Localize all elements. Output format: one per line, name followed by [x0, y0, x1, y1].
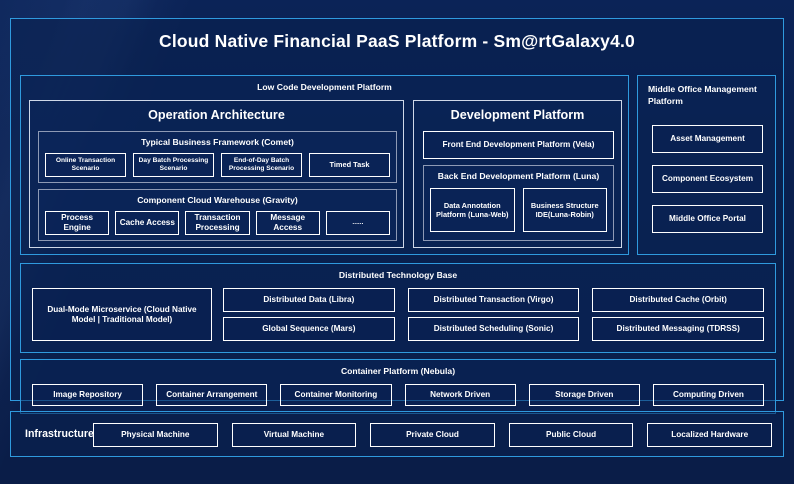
page-title: Cloud Native Financial PaaS Platform - S… — [158, 31, 635, 51]
middle-office-item-label: Component Ecosystem — [662, 174, 753, 183]
infrastructure-item-physical-machine[interactable]: Physical Machine — [93, 423, 218, 447]
container-item-storage-driven[interactable]: Storage Driven — [528, 384, 640, 406]
distributed-item-dual-mode-microservice[interactable]: Dual-Mode Microservice (Cloud Native Mod… — [32, 288, 212, 341]
scenario-item-timed-task[interactable]: Timed Task — [309, 153, 390, 177]
low-code-platform-title: Low Code Development Platform — [257, 82, 392, 92]
back-end-item-business-structure-ide[interactable]: Business Structure IDE(Luna-Robin) — [522, 188, 607, 232]
infrastructure-item-label: Public Cloud — [546, 430, 597, 439]
distributed-grid-row: Distributed Data (Libra) Distributed Tra… — [223, 288, 765, 312]
back-end-item-label: Data Annotation Platform (Luna-Web) — [435, 200, 509, 219]
back-end-item-data-annotation-platform[interactable]: Data Annotation Platform (Luna-Web) — [430, 188, 515, 232]
component-item-process-engine[interactable]: Process Engine — [45, 211, 110, 235]
infrastructure-item-label: Localized Hardware — [671, 430, 749, 439]
component-cloud-warehouse-box: Component Cloud Warehouse (Gravity) Proc… — [38, 189, 397, 241]
scenario-item-online-transaction[interactable]: Online Transaction Scenario — [45, 153, 126, 177]
distributed-item-label: Distributed Scheduling (Sonic) — [433, 324, 554, 333]
back-end-item-label: Business Structure IDE(Luna-Robin) — [530, 200, 599, 219]
scenario-item-label: Timed Task — [329, 160, 370, 170]
operation-architecture-title: Operation Architecture — [148, 108, 285, 122]
distributed-item-label: Distributed Transaction (Virgo) — [433, 295, 554, 304]
container-platform-title: Container Platform (Nebula) — [340, 366, 456, 376]
distributed-item-label: Distributed Cache (Orbit) — [629, 295, 727, 304]
component-item-label: Message Access — [270, 213, 305, 232]
infrastructure-item-public-cloud[interactable]: Public Cloud — [508, 423, 634, 447]
distributed-item-distributed-messaging[interactable]: Distributed Messaging (TDRSS) — [592, 317, 765, 341]
infrastructure-item-virtual-machine[interactable]: Virtual Machine — [231, 423, 357, 447]
middle-office-item-label: Middle Office Portal — [669, 214, 746, 223]
component-item-label: Transaction Processing — [194, 213, 241, 232]
component-item-label: Cache Access — [119, 218, 175, 227]
container-item-computing-driven[interactable]: Computing Driven — [652, 384, 765, 406]
container-item-container-monitoring[interactable]: Container Monitoring — [280, 384, 392, 406]
operation-architecture-group: Operation Architecture Typical Business … — [29, 100, 404, 248]
infrastructure-items: Physical Machine Virtual Machine Private… — [93, 423, 772, 447]
component-item-message-access[interactable]: Message Access — [255, 211, 320, 235]
infrastructure-panel: Infrastructure Physical Machine Virtual … — [10, 411, 784, 457]
middle-office-item-component-ecosystem[interactable]: Component Ecosystem — [652, 165, 763, 193]
middle-office-item-label: Asset Management — [670, 134, 745, 143]
development-platform-title: Development Platform — [450, 108, 585, 122]
distributed-grid-row: Global Sequence (Mars) Distributed Sched… — [223, 317, 765, 341]
infrastructure-label: Infrastructure — [25, 428, 94, 440]
container-item-container-arrangement[interactable]: Container Arrangement — [156, 384, 268, 406]
development-platform-group: Development Platform Front End Developme… — [413, 100, 622, 248]
distributed-technology-base-band: Distributed Technology Base Dual-Mode Mi… — [20, 263, 776, 353]
distributed-item-label: Dual-Mode Microservice (Cloud Native Mod… — [47, 304, 197, 324]
typical-business-framework-items: Online Transaction Scenario Day Batch Pr… — [45, 153, 390, 177]
component-cloud-warehouse-items: Process Engine Cache Access Transaction … — [45, 211, 391, 235]
distributed-item-label: Distributed Messaging (TDRSS) — [616, 324, 740, 333]
back-end-items: Data Annotation Platform (Luna-Web) Busi… — [430, 188, 607, 232]
scenario-item-label: Day Batch Processing Scenario — [138, 156, 209, 172]
low-code-development-platform-band: Low Code Development Platform Operation … — [20, 75, 629, 255]
middle-office-item-asset-management[interactable]: Asset Management — [652, 125, 763, 153]
platform-panel: Cloud Native Financial PaaS Platform - S… — [10, 18, 784, 414]
component-item-label: ...... — [352, 218, 364, 226]
back-end-development-platform-box: Back End Development Platform (Luna) Dat… — [423, 165, 614, 241]
container-item-label: Image Repository — [53, 390, 122, 399]
middle-office-management-panel: Middle Office Management Platform Asset … — [637, 75, 776, 255]
distributed-item-distributed-scheduling[interactable]: Distributed Scheduling (Sonic) — [407, 317, 580, 341]
container-item-label: Container Monitoring — [294, 390, 378, 399]
container-item-label: Computing Driven — [672, 390, 744, 399]
infrastructure-item-localized-hardware[interactable]: Localized Hardware — [647, 423, 772, 447]
container-platform-items: Image Repository Container Arrangement C… — [32, 384, 765, 406]
distributed-item-label: Distributed Data (Libra) — [263, 295, 355, 304]
front-end-development-platform-box[interactable]: Front End Development Platform (Vela) — [423, 131, 614, 159]
component-cloud-warehouse-title: Component Cloud Warehouse (Gravity) — [137, 195, 298, 205]
scenario-item-label: Online Transaction Scenario — [55, 156, 116, 172]
distributed-grid: Distributed Data (Libra) Distributed Tra… — [223, 288, 765, 341]
component-item-more[interactable]: ...... — [325, 211, 391, 235]
container-item-label: Network Driven — [430, 390, 491, 399]
distributed-item-label: Global Sequence (Mars) — [262, 324, 356, 333]
distributed-item-distributed-transaction[interactable]: Distributed Transaction (Virgo) — [407, 288, 580, 312]
distributed-item-distributed-cache[interactable]: Distributed Cache (Orbit) — [592, 288, 765, 312]
scenario-item-label: End-of-Day Batch Processing Scenario — [228, 156, 295, 172]
component-item-label: Process Engine — [61, 213, 94, 232]
middle-office-title: Middle Office Management Platform — [648, 84, 757, 106]
infrastructure-item-label: Private Cloud — [406, 430, 459, 439]
distributed-item-distributed-data[interactable]: Distributed Data (Libra) — [223, 288, 395, 312]
front-end-development-platform-label: Front End Development Platform (Vela) — [442, 140, 595, 149]
scenario-item-end-of-day-batch[interactable]: End-of-Day Batch Processing Scenario — [221, 153, 302, 177]
infrastructure-item-private-cloud[interactable]: Private Cloud — [370, 423, 495, 447]
component-item-cache-access[interactable]: Cache Access — [115, 211, 180, 235]
container-item-image-repository[interactable]: Image Repository — [32, 384, 144, 406]
infrastructure-item-label: Physical Machine — [121, 430, 190, 439]
component-item-transaction-processing[interactable]: Transaction Processing — [185, 211, 250, 235]
infrastructure-item-label: Virtual Machine — [263, 430, 325, 439]
distributed-technology-base-title: Distributed Technology Base — [338, 270, 458, 280]
typical-business-framework-box: Typical Business Framework (Comet) Onlin… — [38, 131, 397, 183]
container-item-network-driven[interactable]: Network Driven — [404, 384, 516, 406]
distributed-item-global-sequence[interactable]: Global Sequence (Mars) — [223, 317, 395, 341]
back-end-development-platform-title: Back End Development Platform (Luna) — [437, 171, 600, 181]
container-item-label: Storage Driven — [555, 390, 614, 399]
scenario-item-day-batch-processing[interactable]: Day Batch Processing Scenario — [133, 153, 214, 177]
container-platform-band: Container Platform (Nebula) Image Reposi… — [20, 359, 776, 414]
middle-office-item-middle-office-portal[interactable]: Middle Office Portal — [652, 205, 763, 233]
typical-business-framework-title: Typical Business Framework (Comet) — [141, 137, 294, 147]
container-item-label: Container Arrangement — [166, 390, 258, 399]
